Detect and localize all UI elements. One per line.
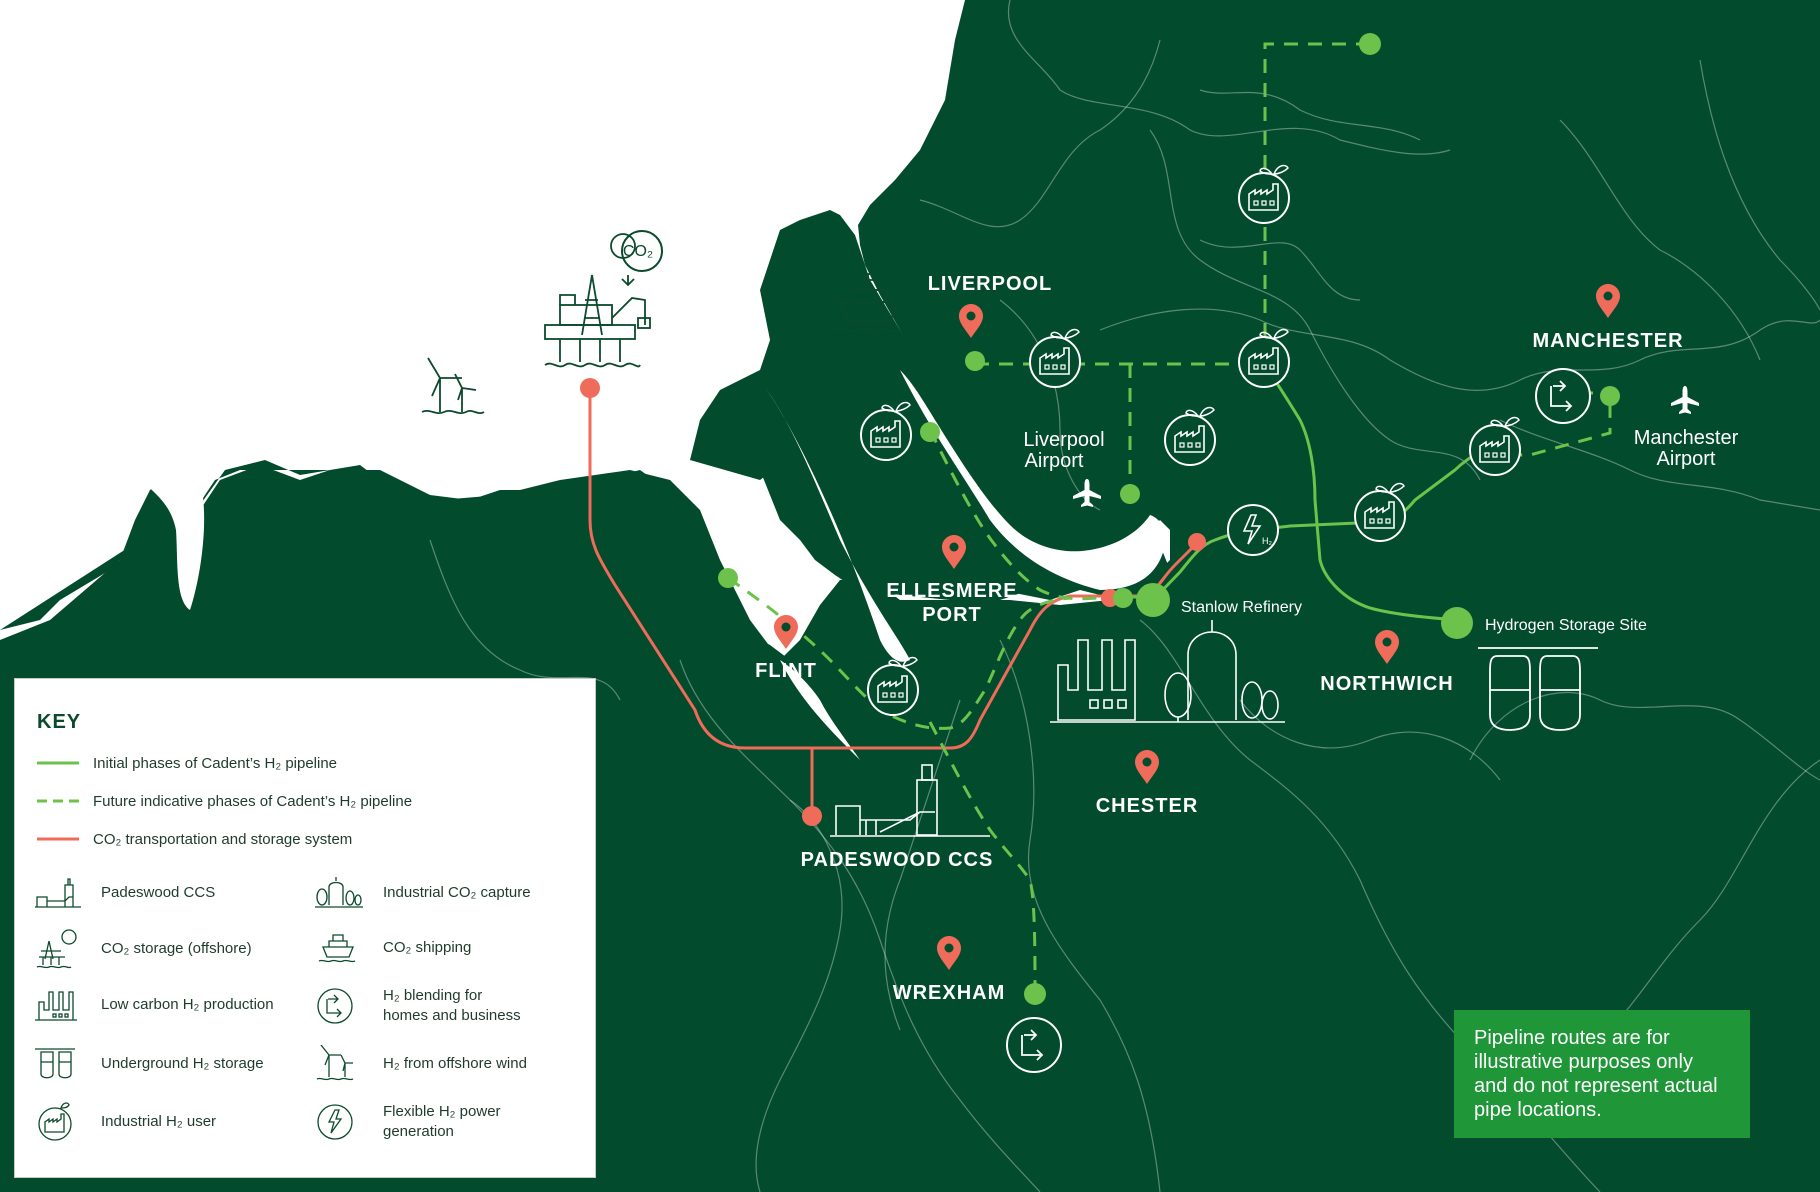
key-item-industrial-capture: Industrial CO₂ capture — [315, 877, 531, 909]
offshore-wind-icon — [316, 1045, 354, 1081]
key-item-label-line2: generation — [383, 1123, 454, 1140]
offshore-storage-icon — [544, 230, 663, 368]
h2-production-icon — [35, 991, 77, 1021]
place-label-wrexham: WREXHAM — [893, 982, 1006, 1004]
shipping-icon — [833, 273, 901, 333]
key-item-label: CO₂ storage (offshore) — [101, 940, 252, 957]
key-title: KEY — [37, 711, 82, 733]
key-item-label: Padeswood CCS — [101, 884, 216, 901]
padeswood-ccs-icon — [35, 878, 81, 908]
key-row-future-pipeline: Future indicative phases of Cadent’s H₂ … — [37, 790, 412, 812]
key-item-underground-storage: Underground H₂ storage — [35, 1046, 264, 1082]
key-item-h2-production: Low carbon H₂ production — [35, 988, 274, 1022]
boundary-lines — [429, 0, 1820, 1192]
place-label-northwich: NORTHWICH — [1320, 673, 1453, 695]
key-item-industrial-user: Industrial H₂ user — [35, 1102, 216, 1142]
offshore-storage-icon — [36, 929, 77, 969]
underground-storage-icon — [35, 1048, 75, 1079]
key-item-label: CO₂ shipping — [383, 939, 472, 956]
key-item-label-line2: homes and business — [383, 1007, 521, 1024]
key-item-offshore-wind: H₂ from offshore wind — [315, 1045, 527, 1083]
key-line-label: Initial phases of Cadent’s H₂ pipeline — [93, 754, 338, 772]
key-line-label: Future indicative phases of Cadent’s H₂ … — [93, 792, 413, 810]
industrial-user-icon — [38, 1102, 72, 1141]
blending-icon — [317, 988, 353, 1024]
solid-red-line-swatch — [37, 837, 79, 841]
key-item-label-line1: H₂ blending for — [383, 987, 483, 1004]
site-label-manchester-airport-1: Manchester — [1634, 427, 1739, 449]
key-item-shipping: CO₂ shipping — [315, 931, 471, 965]
power-generation-icon — [317, 1104, 353, 1140]
site-label-liverpool-airport-2: Airport — [1025, 450, 1084, 472]
h2-badge-label: H₂ — [1262, 536, 1272, 546]
industrial-capture-icon — [315, 877, 363, 908]
key-item-label-blending: H₂ blending for homes and business — [383, 986, 521, 1026]
shipping-icon — [318, 934, 356, 963]
blending-icon — [1535, 368, 1591, 424]
place-label-ellesmere-port-1: ELLESMERE — [886, 580, 1017, 602]
site-label-stanlow: Stanlow Refinery — [1181, 599, 1302, 616]
key-item-padeswood: Padeswood CCS — [35, 877, 215, 909]
pin-flint — [774, 615, 798, 649]
key-item-offshore-storage: CO₂ storage (offshore) — [35, 929, 252, 969]
key-item-label-power: Flexible H₂ power generation — [383, 1102, 501, 1142]
key-item-label: Industrial H₂ user — [101, 1113, 217, 1130]
blending-icon — [1006, 1017, 1062, 1073]
place-label-flint: FLINT — [755, 660, 817, 682]
key-item-blending: H₂ blending for homes and business — [315, 986, 521, 1026]
key-item-label: Industrial CO₂ capture — [383, 884, 531, 901]
key-item-label-line1: Flexible H₂ power — [383, 1103, 501, 1120]
place-label-ellesmere-port-2: PORT — [922, 604, 982, 626]
co2-cloud-label: CO₂ — [623, 243, 653, 260]
industrial-capture-icon — [1050, 620, 1285, 723]
power-generation-icon: H₂ — [1227, 504, 1279, 556]
site-label-hydrogen-storage: Hydrogen Storage Site — [1485, 617, 1647, 634]
padeswood-ccs-icon — [830, 764, 990, 837]
key-item-power-generation: Flexible H₂ power generation — [315, 1102, 501, 1142]
disclaimer-note: Pipeline routes are for illustrative pur… — [1454, 1010, 1750, 1138]
underground-storage-icon — [1478, 647, 1598, 731]
map-key: KEY Initial phases of Cadent’s H₂ pipeli… — [14, 678, 596, 1178]
solid-green-line-swatch — [37, 761, 79, 765]
dashed-green-line-swatch — [37, 799, 79, 803]
place-label-liverpool: LIVERPOOL — [928, 273, 1053, 295]
place-label-manchester: MANCHESTER — [1532, 330, 1683, 352]
place-label-padeswood: PADESWOOD CCS — [801, 849, 994, 871]
pipeline-nodes — [580, 33, 1620, 1005]
key-line-label: CO₂ transportation and storage system — [93, 830, 353, 848]
site-label-liverpool-airport-1: Liverpool — [1023, 429, 1104, 451]
site-label-manchester-airport-2: Airport — [1657, 448, 1716, 470]
key-item-label: H₂ from offshore wind — [383, 1055, 527, 1072]
key-row-initial-pipeline: Initial phases of Cadent’s H₂ pipeline — [37, 752, 337, 774]
key-item-label: Low carbon H₂ production — [101, 996, 274, 1013]
key-row-co2-system: CO₂ transportation and storage system — [37, 828, 352, 850]
place-label-chester: CHESTER — [1096, 795, 1199, 817]
key-item-label: Underground H₂ storage — [101, 1055, 264, 1072]
offshore-wind-icon — [421, 357, 485, 415]
